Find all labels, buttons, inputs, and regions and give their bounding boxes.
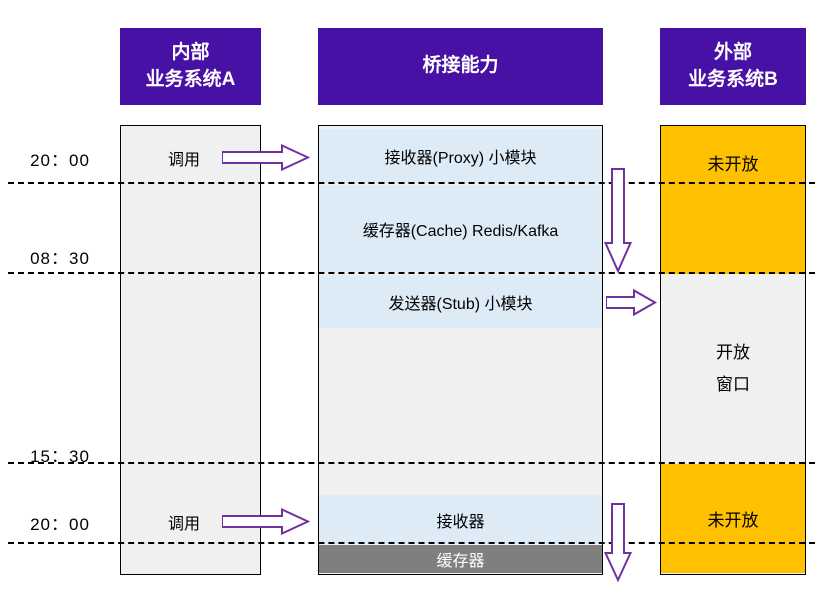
- timeline-label-0830: 08：30: [30, 249, 90, 268]
- open-window-line1: 开放: [716, 342, 750, 362]
- column-external-system-b: 未开放 开放 窗口 未开放: [660, 125, 806, 575]
- timeline-label-2000-top: 20：00: [30, 151, 90, 170]
- column-internal-system-a: 调用 调用: [120, 125, 261, 575]
- timeline-divider-3: [8, 462, 815, 464]
- bridge-sender-stub-block: 发送器(Stub) 小模块: [319, 275, 602, 328]
- timeline-label-2000-bottom: 20：00: [30, 515, 90, 534]
- header-bridge-capability: 桥接能力: [318, 28, 603, 105]
- header-external-system-b-line2: 业务系统B: [688, 68, 778, 90]
- timeline-label-1530: 15：30: [30, 447, 90, 466]
- header-external-system-b: 外部 业务系统B: [660, 28, 806, 105]
- open-window-line2: 窗口: [716, 375, 750, 394]
- timeline-divider-1: [8, 182, 815, 184]
- header-internal-system-a-line1: 内部: [171, 41, 210, 63]
- header-bridge-capability-title: 桥接能力: [422, 55, 499, 77]
- bridge-receiver-proxy-block: 接收器(Proxy) 小模块: [319, 129, 602, 183]
- stub-to-system-b-arrow-icon: [606, 289, 657, 316]
- timeline-divider-2: [8, 272, 815, 274]
- column-bridge-capability: 接收器(Proxy) 小模块 缓存器(Cache) Redis/Kafka 发送…: [318, 125, 603, 575]
- header-internal-system-a: 内部 业务系统A: [120, 28, 261, 105]
- header-external-system-b-line1: 外部: [713, 41, 752, 63]
- system-b-closed-top-block: 未开放: [661, 126, 805, 274]
- system-b-open-window-block: 开放 窗口: [661, 274, 805, 464]
- call-label-2: 调用: [167, 516, 200, 533]
- flow-down-arrow-2-icon: [604, 503, 632, 582]
- bridge-receiver2-block: 接收器: [319, 495, 602, 544]
- bridge-cache-block: 缓存器(Cache) Redis/Kafka: [319, 185, 602, 272]
- system-b-closed-bottom-block: 未开放: [661, 464, 805, 573]
- call-label-1: 调用: [167, 152, 200, 169]
- call2-right-arrow-icon: [222, 508, 310, 535]
- bridge-cache2-block: 缓存器: [319, 545, 602, 573]
- call1-right-arrow-icon: [222, 144, 310, 171]
- timeline-divider-4: [8, 542, 815, 544]
- flow-down-arrow-1-icon: [604, 168, 632, 273]
- header-internal-system-a-line2: 业务系统A: [145, 68, 236, 90]
